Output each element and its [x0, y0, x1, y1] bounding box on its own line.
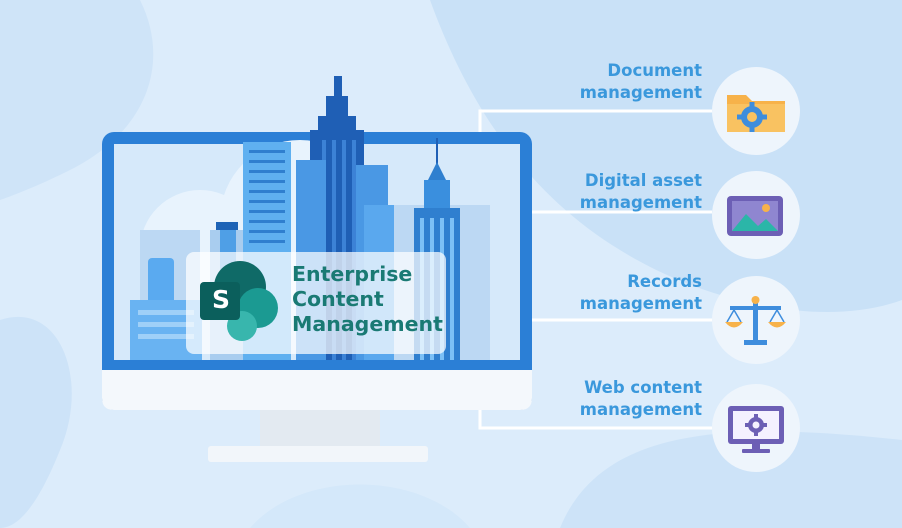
scales-icon — [725, 296, 786, 345]
feature-label-line: management — [579, 193, 702, 212]
feature-label-line: management — [579, 83, 702, 102]
sharepoint-letter: S — [211, 285, 230, 314]
product-title-line-2: Content — [292, 287, 384, 311]
feature-label-records-management: Records management — [580, 271, 702, 315]
product-title-line-3: Management — [292, 312, 443, 336]
folder-gear-icon — [727, 95, 785, 132]
feature-label-line: Digital asset — [584, 171, 702, 190]
feature-label-line: management — [579, 294, 702, 313]
feature-label-line: Document — [607, 61, 702, 80]
product-title: Enterprise Content Management — [292, 262, 443, 337]
image-icon — [727, 196, 783, 236]
feature-label-document-management: Document management — [580, 60, 702, 104]
feature-label-line: management — [579, 400, 702, 419]
feature-label-web-content-management: Web content management — [580, 377, 702, 421]
sharepoint-logo — [200, 261, 278, 341]
feature-label-line: Records — [627, 272, 702, 291]
connector-lines — [478, 109, 712, 430]
monitor-gear-icon — [728, 406, 784, 453]
product-title-line-1: Enterprise — [292, 262, 413, 286]
feature-label-line: Web content — [584, 378, 702, 397]
feature-label-digital-asset-management: Digital asset management — [580, 170, 702, 214]
